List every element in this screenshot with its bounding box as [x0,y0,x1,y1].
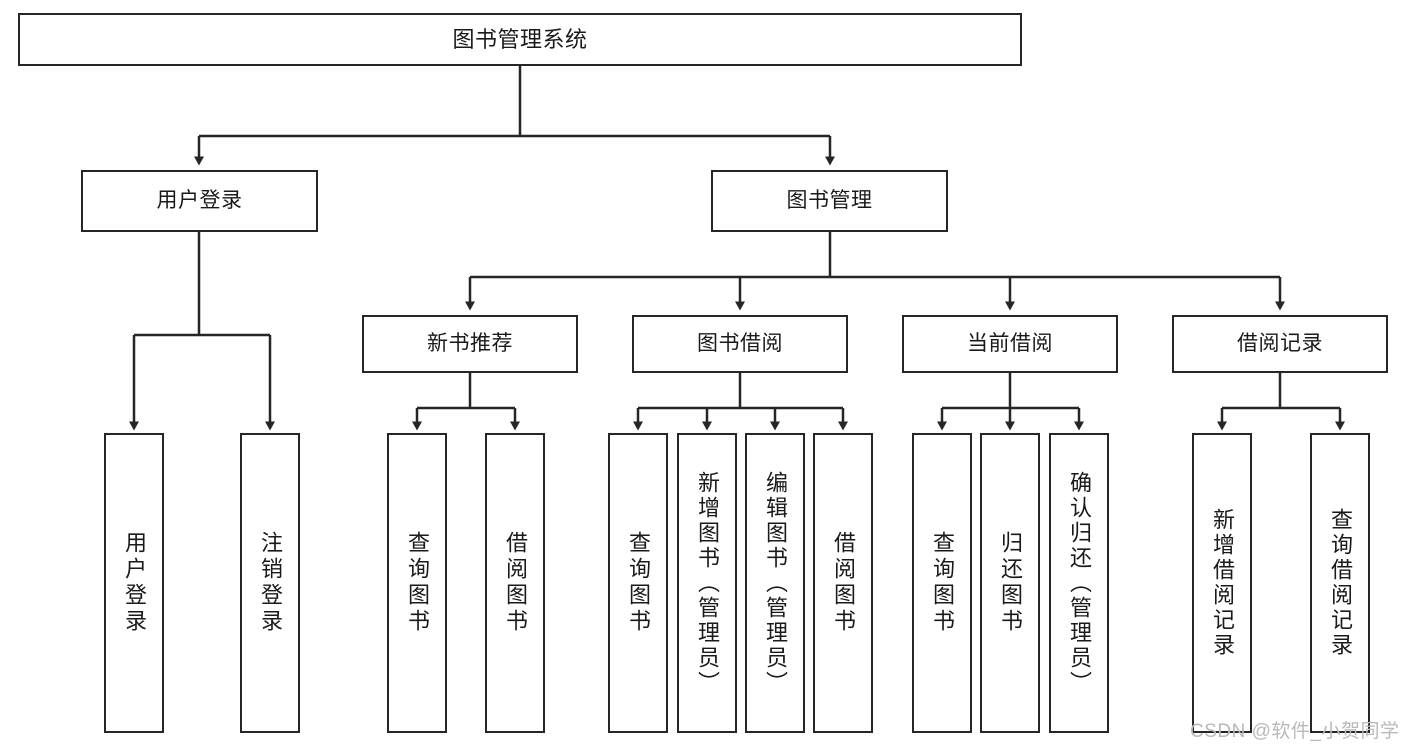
node-book-borrow[interactable]: 图书借阅 [632,315,848,373]
node-label: 用户登录 [156,188,243,212]
leaf-user-logout[interactable]: 注销登录 [240,433,300,733]
node-book-management[interactable]: 图书管理 [711,170,948,232]
leaf-query-book-borrow[interactable]: 查询图书 [608,433,668,733]
node-label: 查询借阅记录 [1328,508,1353,658]
leaf-query-borrow-record[interactable]: 查询借阅记录 [1310,433,1370,733]
leaf-borrow-book-recommend[interactable]: 借阅图书 [485,433,545,733]
node-current-borrow[interactable]: 当前借阅 [902,315,1118,373]
leaf-return-book[interactable]: 归还图书 [980,433,1040,733]
node-label: 用户登录 [122,531,147,635]
node-label: 借阅图书 [503,531,528,635]
node-root-system[interactable]: 图书管理系统 [18,13,1022,66]
leaf-borrow-book[interactable]: 借阅图书 [813,433,873,733]
node-label: 查询图书 [930,531,955,635]
node-label: 查询图书 [626,531,651,635]
node-label: 新书推荐 [427,331,513,355]
node-borrow-record[interactable]: 借阅记录 [1172,315,1388,373]
leaf-user-login[interactable]: 用户登录 [104,433,164,733]
leaf-add-book-admin[interactable]: 新增图书（管理员） [677,433,737,733]
leaf-confirm-return-admin[interactable]: 确认归还（管理员） [1049,433,1109,733]
node-label: 图书管理 [786,188,873,212]
node-label: 注销登录 [258,531,283,635]
node-label: 借阅图书 [831,531,856,635]
node-label: 编辑图书（管理员） [763,470,788,696]
node-label: 新增借阅记录 [1210,508,1235,658]
node-new-book-recommend[interactable]: 新书推荐 [362,315,578,373]
node-label: 当前借阅 [967,331,1053,355]
node-label: 查询图书 [405,531,430,635]
leaf-query-book-recommend[interactable]: 查询图书 [387,433,447,733]
leaf-add-borrow-record[interactable]: 新增借阅记录 [1192,433,1252,733]
leaf-edit-book-admin[interactable]: 编辑图书（管理员） [745,433,805,733]
node-label: 确认归还（管理员） [1067,470,1092,696]
node-label: 图书管理系统 [452,26,588,52]
leaf-query-book-current[interactable]: 查询图书 [912,433,972,733]
node-user-login[interactable]: 用户登录 [81,170,318,232]
node-label: 归还图书 [998,531,1023,635]
node-label: 图书借阅 [697,331,783,355]
csdn-watermark: CSDN @软件_小贺同学 [1190,721,1400,742]
node-label: 新增图书（管理员） [695,470,720,696]
node-label: 借阅记录 [1237,331,1323,355]
